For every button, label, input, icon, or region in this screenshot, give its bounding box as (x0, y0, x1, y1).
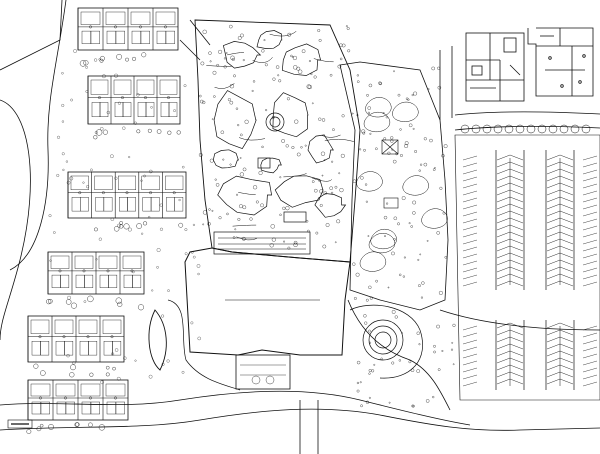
residential-block-1 (77, 7, 179, 67)
main-building-footprint (148, 231, 351, 391)
residential-block-3 (67, 171, 187, 232)
residential-block-2 (87, 75, 181, 140)
residential-blocks (26, 7, 201, 434)
parking-lot (454, 124, 600, 401)
round-plaza (349, 304, 423, 379)
inset-plan-1 (465, 32, 525, 102)
residential-block-6 (26, 379, 129, 434)
inset-plan-2 (527, 27, 594, 97)
residential-block-5 (27, 315, 125, 378)
east-landscape (339, 61, 456, 408)
bottom-left-label-box (7, 419, 33, 429)
residential-block-4 (46, 251, 145, 311)
